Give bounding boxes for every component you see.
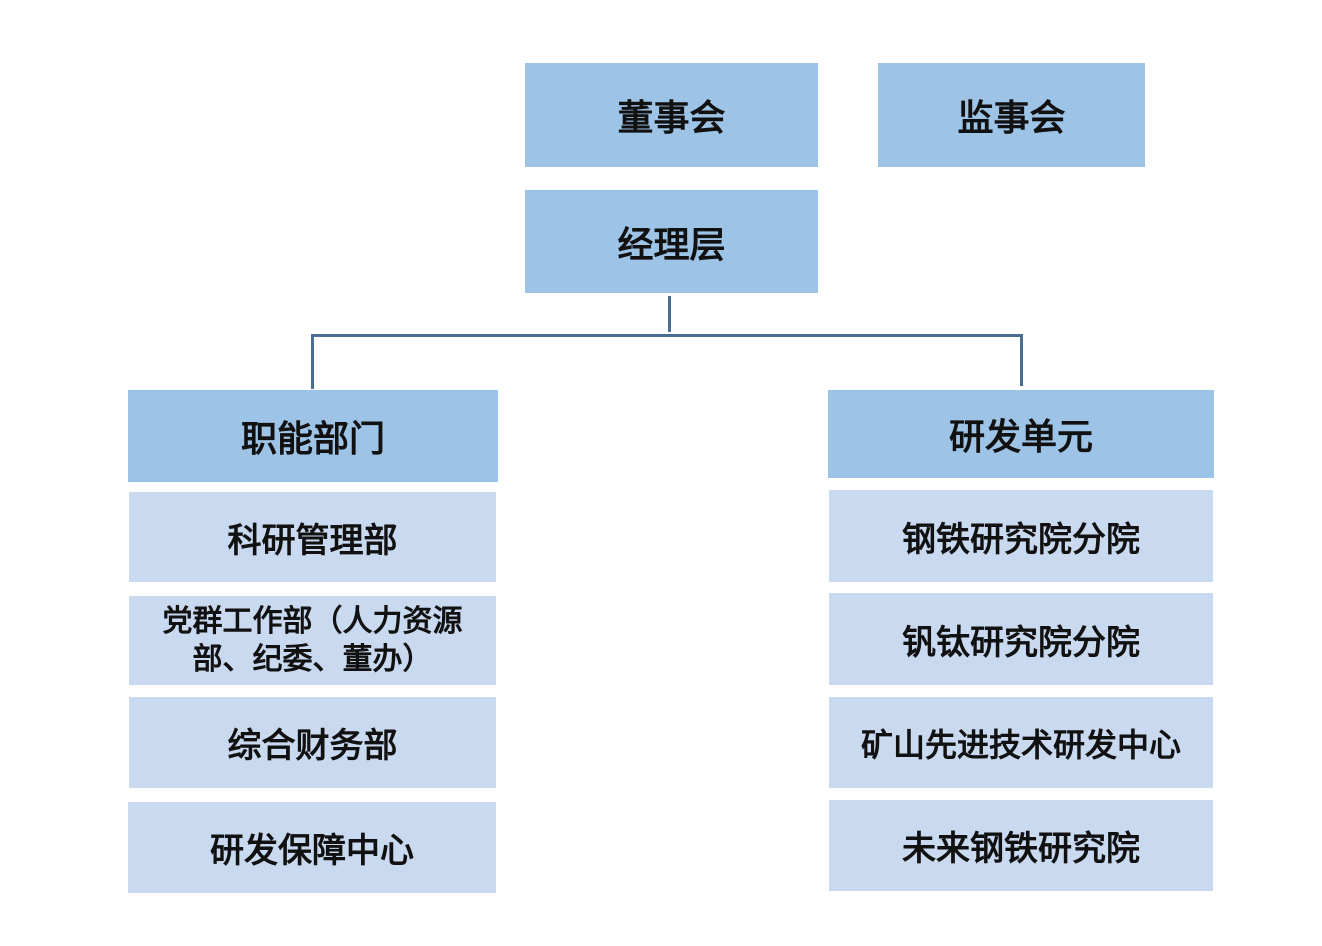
right-item-box: 未来钢铁研究院 [829, 800, 1213, 891]
left-item-box: 党群工作部（人力资源部、纪委、董办） [129, 596, 496, 685]
connector-vertical-management [668, 296, 671, 332]
connector-vertical-right [1020, 334, 1023, 386]
left-item-box: 科研管理部 [129, 492, 496, 582]
connector-vertical-left [311, 334, 314, 389]
rd-units-label: 研发单元 [948, 417, 1093, 458]
connector-horizontal [311, 334, 1023, 337]
left-item-label: 综合财务部 [227, 726, 398, 766]
rd-units-header: 研发单元 [828, 390, 1214, 478]
left-item-label: 研发保障中心 [210, 831, 414, 871]
management-box: 经理层 [525, 190, 818, 293]
right-item-label: 矿山先进技术研发中心 [860, 725, 1181, 764]
right-item-label: 未来钢铁研究院 [902, 829, 1140, 869]
supervisory-board-label: 监事会 [957, 98, 1066, 139]
management-label: 经理层 [617, 224, 726, 266]
board-of-directors-box: 董事会 [525, 63, 818, 167]
right-item-box: 钒钛研究院分院 [829, 593, 1213, 685]
functional-departments-label: 职能部门 [240, 419, 385, 460]
right-item-box: 矿山先进技术研发中心 [829, 697, 1213, 788]
right-item-box: 钢铁研究院分院 [829, 490, 1213, 582]
functional-departments-header: 职能部门 [128, 390, 498, 482]
supervisory-board-box: 监事会 [878, 63, 1145, 167]
right-item-label: 钢铁研究院分院 [902, 519, 1140, 560]
left-item-label: 党群工作部（人力资源部、纪委、董办） [162, 603, 463, 677]
left-item-label: 科研管理部 [227, 520, 398, 561]
left-item-box: 综合财务部 [129, 697, 496, 788]
left-item-box: 研发保障中心 [128, 802, 496, 893]
board-of-directors-label: 董事会 [617, 98, 726, 139]
right-item-label: 钒钛研究院分院 [902, 622, 1140, 663]
